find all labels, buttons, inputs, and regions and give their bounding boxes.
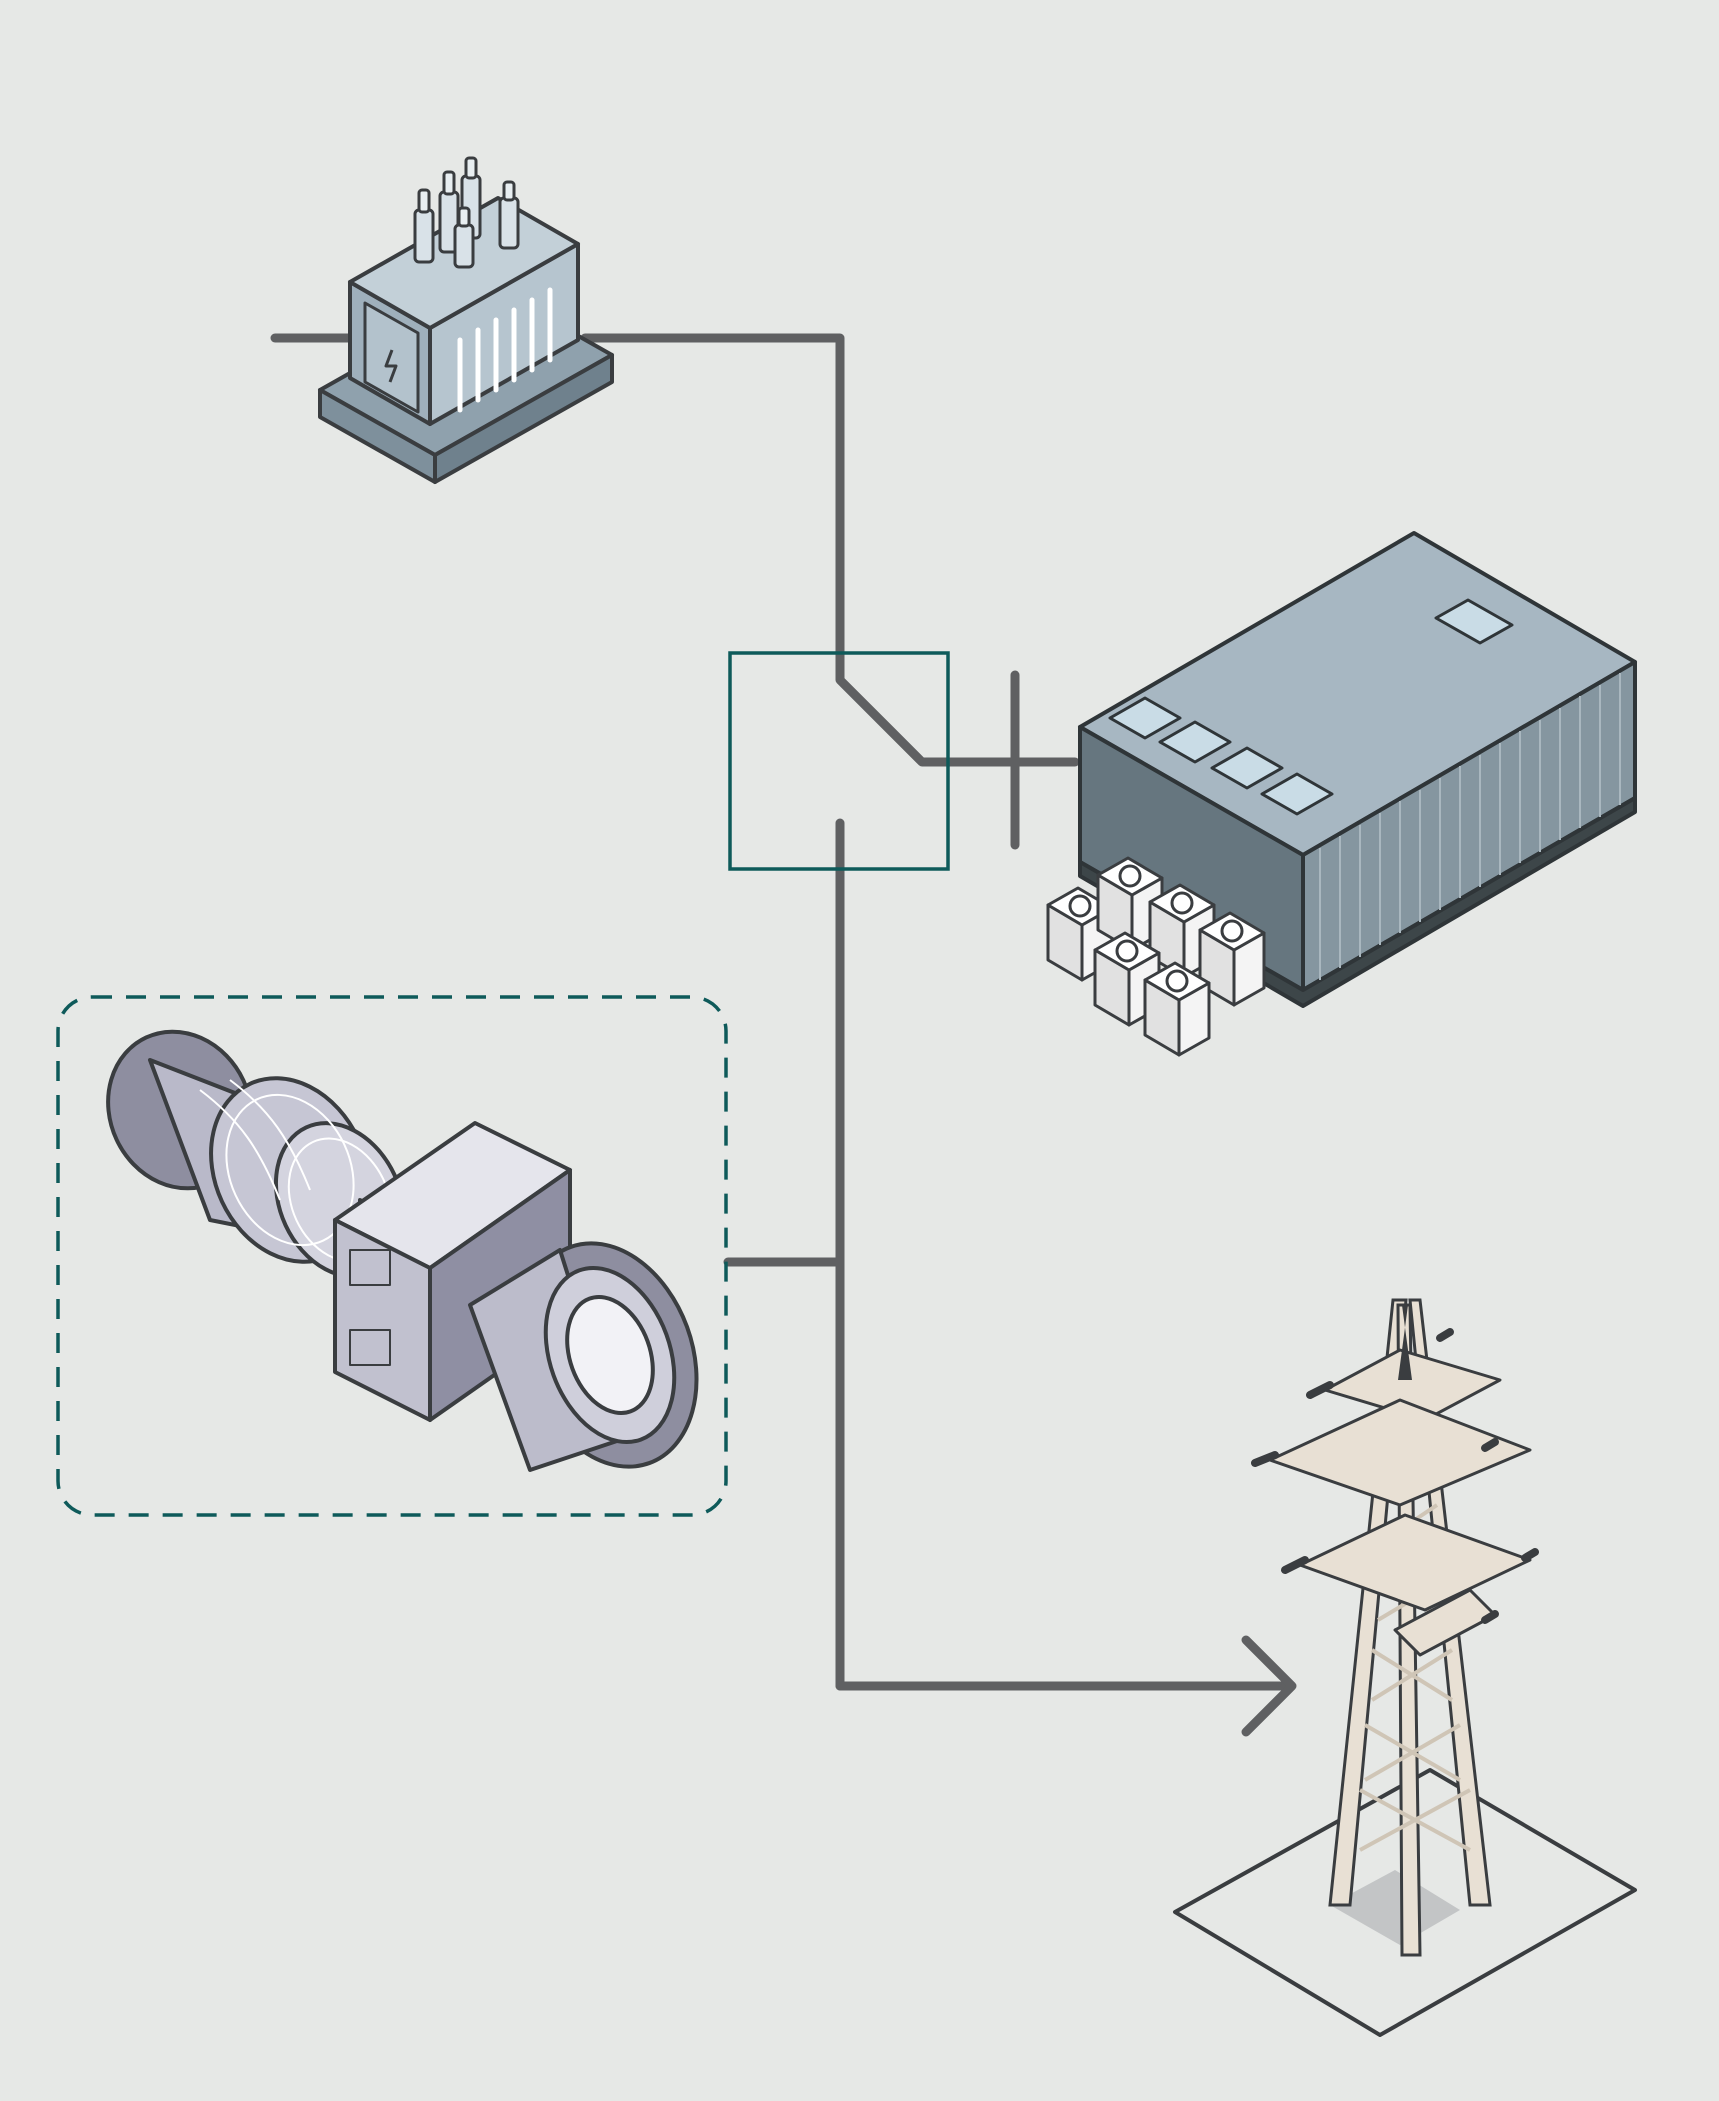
transformer-icon [318,156,614,484]
cooling-fan-icon [1046,886,1114,982]
gas-turbine-icon [106,1029,699,1472]
transfer-switch-box [728,651,950,871]
wires [270,333,1297,1737]
transmission-tower-icon [1173,1298,1637,2037]
wire-transformer-to-switch [580,333,1080,767]
cooling-units [1046,856,1266,1057]
arrow-head [1241,1635,1297,1737]
